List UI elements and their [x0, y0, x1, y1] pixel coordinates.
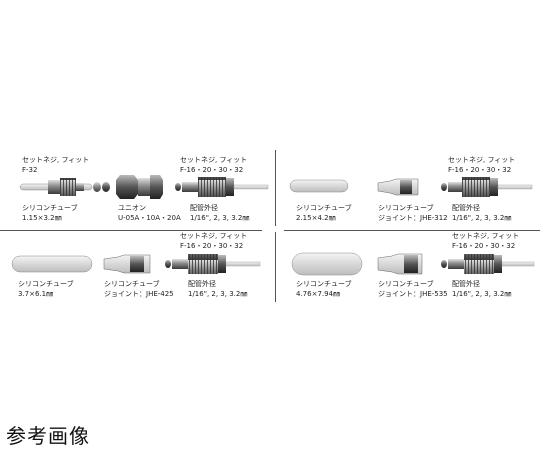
br-pipe-sizes: 1/16", 2, 3, 3.2㎜	[452, 290, 512, 298]
bl-pipe-label: 配管外径	[188, 280, 216, 288]
br-tube-label: シリコンチューブ	[296, 280, 352, 288]
br-joint	[377, 253, 423, 275]
bl-pipe-sizes: 1/16", 2, 3, 3.2㎜	[188, 290, 248, 298]
reference-image-caption: 参考画像	[6, 424, 90, 448]
tl-union-label: ユニオン	[118, 204, 146, 212]
tr-joint-model: ジョイント：JHE-312	[378, 214, 448, 222]
tr-tube-size: 2.15×4.2㎜	[296, 214, 336, 222]
br-joint-model: ジョイント：JHE-535	[378, 290, 448, 298]
br-fitting-label: セットネジ, フィット	[452, 232, 520, 240]
tl-union-model: U-05A・10A・20A	[118, 214, 181, 222]
tl-tube-size: 1.15×3.2㎜	[22, 214, 62, 222]
tl-pipe-assembly	[175, 177, 269, 197]
tl-tube-label: シリコンチューブ	[22, 204, 78, 212]
tl-pipe-sizes: 1/16", 2, 3, 3.2㎜	[190, 214, 250, 222]
tl-union	[116, 175, 163, 199]
tl-pipe-label: 配管外径	[190, 204, 218, 212]
tr-tube	[289, 179, 349, 193]
tl-fitting-small-model: F-32	[22, 166, 38, 174]
tr-fitting-label: セットネジ, フィット	[448, 156, 516, 164]
br-pipe-label: 配管外径	[452, 280, 480, 288]
bl-joint	[103, 254, 151, 274]
divider-vertical-top	[275, 150, 276, 226]
bl-joint-model: ジョイント：JHE-425	[104, 290, 174, 298]
tr-joint-label: シリコンチューブ	[378, 204, 434, 212]
bl-pipe-assembly	[165, 254, 261, 274]
divider-horizontal-left	[0, 230, 262, 231]
divider-vertical-bottom	[275, 232, 276, 302]
bl-fitting-label: セットネジ, フィット	[180, 232, 248, 240]
bl-tube	[11, 255, 93, 273]
br-joint-label: シリコンチューブ	[378, 280, 434, 288]
br-tube-size: 4.76×7.94㎜	[296, 290, 341, 298]
tl-fitting-label: セットネジ, フィット	[180, 156, 248, 164]
br-pipe-assembly	[441, 254, 535, 274]
tr-pipe-sizes: 1/16", 2, 3, 3.2㎜	[452, 214, 512, 222]
tr-pipe-label: 配管外径	[452, 204, 480, 212]
tr-fitting-model: F-16・20・30・32	[448, 166, 512, 174]
tl-fitting-small-label: セットネジ, フィット	[22, 156, 90, 164]
tl-fitting-small	[48, 178, 84, 196]
bl-joint-label: シリコンチューブ	[104, 280, 160, 288]
bl-tube-size: 3.7×6.1㎜	[18, 290, 54, 298]
divider-horizontal-right	[284, 230, 540, 231]
tr-joint	[377, 178, 419, 196]
tr-pipe-assembly	[441, 177, 533, 197]
br-tube	[291, 252, 363, 276]
bl-fitting-model: F-16・20・30・32	[180, 242, 244, 250]
tr-tube-label: シリコンチューブ	[296, 204, 352, 212]
tl-fitting-model: F-16・20・30・32	[180, 166, 244, 174]
bl-tube-label: シリコンチューブ	[18, 280, 74, 288]
tl-ferrules	[93, 182, 110, 192]
br-fitting-model: F-16・20・30・32	[452, 242, 516, 250]
